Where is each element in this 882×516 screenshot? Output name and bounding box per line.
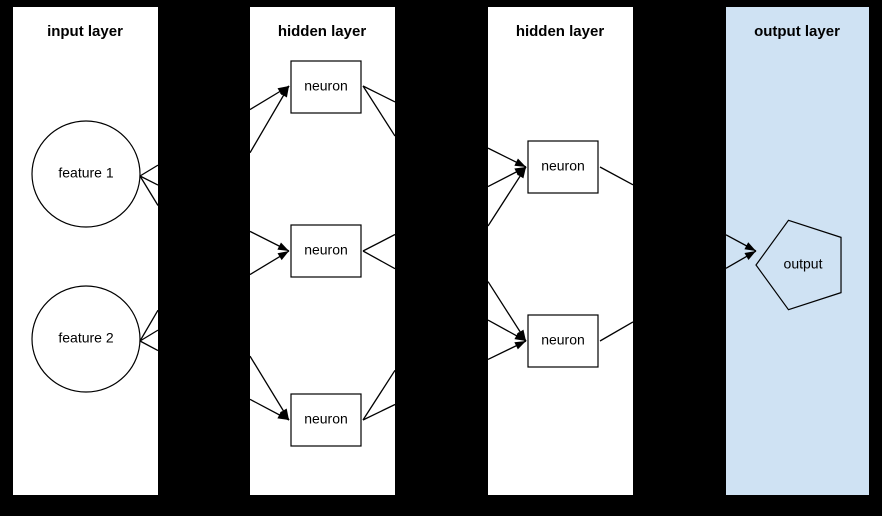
node-output-node[interactable]: output <box>755 219 842 311</box>
edge-hidden2-neuron-2-to-output-node <box>599 250 757 342</box>
node-hidden2-neuron-1[interactable]: neuron <box>527 140 599 194</box>
edge-arrowhead <box>277 86 289 96</box>
node-shape-pentagon <box>755 219 842 311</box>
edge-segment <box>139 175 159 186</box>
node-label: neuron <box>304 242 348 258</box>
edge-hidden1-neuron-3-to-hidden2-neuron-1 <box>362 166 527 421</box>
node-shape-rect <box>290 60 362 114</box>
layer-title-hidden-layer-2: hidden layer <box>516 23 605 40</box>
node-shape-rect <box>527 140 599 194</box>
edge-arrowhead <box>514 167 526 176</box>
edge-segment <box>487 281 527 342</box>
layer-nodes: feature 1 feature 2 neuron neuron neuron neur… <box>31 60 842 447</box>
edge-feature-1-to-hidden1-neuron-1 <box>139 85 290 177</box>
layer-title-hidden-layer-1: hidden layer <box>278 23 367 40</box>
edge-feature-1-to-hidden1-neuron-3 <box>139 175 290 421</box>
edge-segment <box>362 403 396 421</box>
edge-segment <box>249 85 290 154</box>
node-hidden1-neuron-3[interactable]: neuron <box>290 393 362 447</box>
node-label: neuron <box>541 158 585 174</box>
edge-arrowhead <box>516 329 526 341</box>
edge-segment <box>599 321 634 342</box>
edge-arrowhead <box>280 86 289 98</box>
edge-feature-2-to-hidden1-neuron-1 <box>139 85 290 342</box>
edge-segment <box>249 355 290 421</box>
edge-arrowhead <box>514 332 526 341</box>
edge-segment <box>139 309 159 342</box>
edge-segment <box>362 85 396 137</box>
node-hidden1-neuron-2[interactable]: neuron <box>290 224 362 278</box>
edge-hidden1-neuron-3-to-hidden2-neuron-2 <box>362 340 527 421</box>
node-shape-rect <box>290 393 362 447</box>
edge-feature-1-to-hidden1-neuron-2 <box>139 175 290 252</box>
layer-panel-output-layer <box>726 7 869 495</box>
layer-title-input-layer: input layer <box>47 23 123 40</box>
node-shape-rect <box>527 314 599 368</box>
edge-segment <box>362 250 396 270</box>
node-label: feature 2 <box>58 330 113 346</box>
layer-panels <box>13 7 869 495</box>
edge-segment <box>599 166 634 186</box>
edge-hidden1-neuron-1-to-hidden2-neuron-1 <box>362 85 527 168</box>
node-label: output <box>784 256 823 272</box>
node-hidden1-neuron-1[interactable]: neuron <box>290 60 362 114</box>
layer-panel-hidden-layer-1 <box>250 7 395 495</box>
edge-segment <box>139 164 159 177</box>
node-label: neuron <box>541 332 585 348</box>
edge-hidden1-neuron-1-to-hidden2-neuron-2 <box>362 85 527 342</box>
edge-segment <box>139 340 159 352</box>
edge-hidden1-neuron-2-to-hidden2-neuron-1 <box>362 166 527 252</box>
layer-panel-input-layer <box>13 7 158 495</box>
edge-arrowhead <box>277 242 289 251</box>
edge-arrowhead <box>514 158 526 167</box>
edge-arrowhead <box>277 411 289 420</box>
node-hidden2-neuron-2[interactable]: neuron <box>527 314 599 368</box>
edge-arrowhead <box>744 251 756 260</box>
edge-arrowhead <box>516 167 526 179</box>
node-shape-ellipse <box>31 285 141 393</box>
edge-feature-2-to-hidden1-neuron-3 <box>139 340 290 421</box>
edge-arrowhead <box>277 251 289 261</box>
edge-hidden1-neuron-2-to-hidden2-neuron-2 <box>362 250 527 342</box>
edge-feature-2-to-hidden1-neuron-2 <box>139 250 290 342</box>
layer-panel-hidden-layer-2 <box>488 7 633 495</box>
edge-arrowhead <box>514 341 526 350</box>
node-shape-rect <box>290 224 362 278</box>
node-shape-ellipse <box>31 120 141 228</box>
edge-segment <box>487 166 527 227</box>
edge-arrowhead <box>744 242 756 251</box>
edge-arrowhead <box>279 408 289 420</box>
node-label: neuron <box>304 411 348 427</box>
edge-hidden2-neuron-1-to-output-node <box>599 166 757 252</box>
edge-segment <box>362 85 396 103</box>
edge-segment <box>362 369 396 421</box>
edge-segment <box>139 175 159 206</box>
layer-titles: input layer hidden layer hidden layer outpu… <box>47 23 840 40</box>
layer-title-output-layer: output layer <box>754 23 840 40</box>
node-feature-1[interactable]: feature 1 <box>31 120 141 228</box>
edge-segment <box>139 329 159 342</box>
node-feature-2[interactable]: feature 2 <box>31 285 141 393</box>
connection-edges <box>139 85 757 421</box>
node-label: neuron <box>304 78 348 94</box>
edge-segment <box>362 233 396 252</box>
node-label: feature 1 <box>58 165 113 181</box>
